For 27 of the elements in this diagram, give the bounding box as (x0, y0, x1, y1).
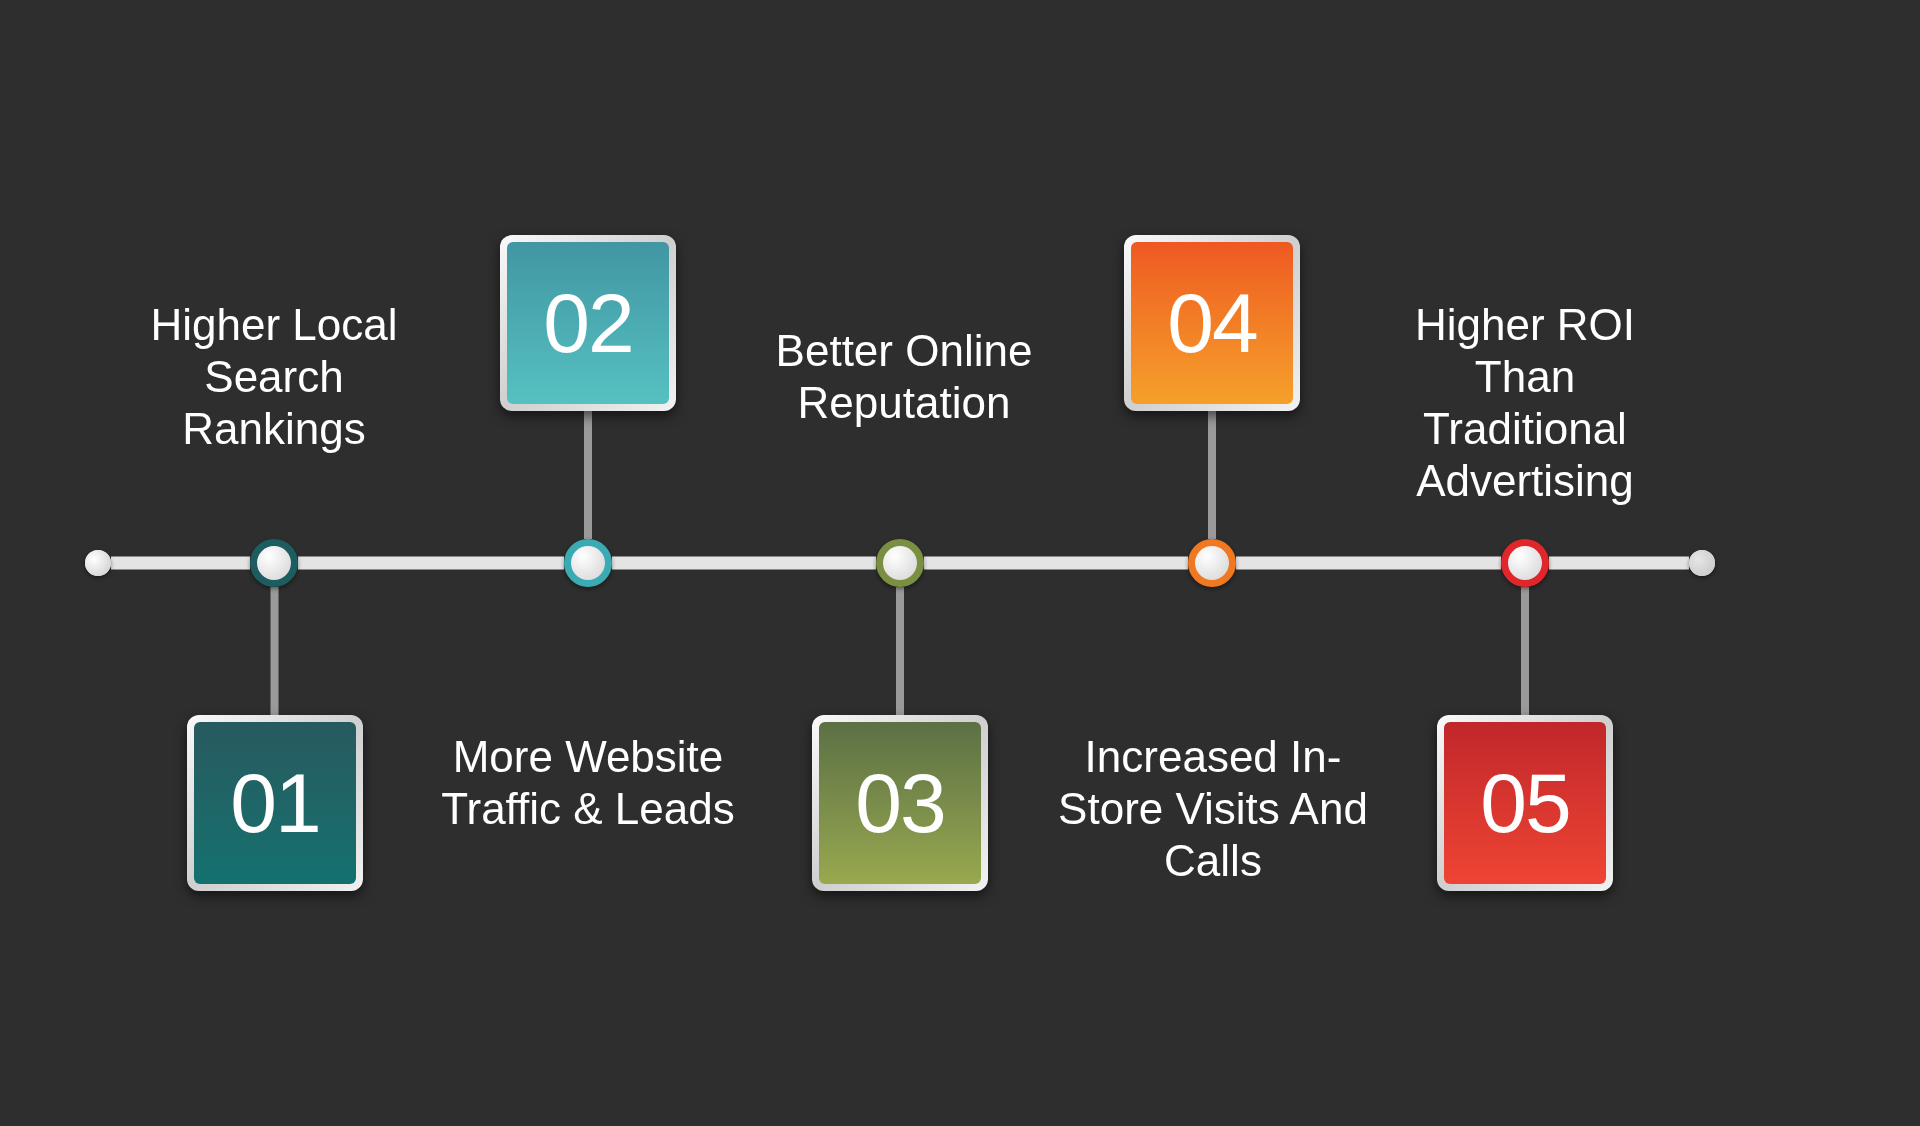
step-number: 05 (1480, 761, 1570, 845)
step-number: 01 (230, 761, 320, 845)
number-box (1124, 235, 1300, 411)
step-number: 03 (855, 761, 945, 845)
step-title: More Website Traffic & Leads (440, 731, 736, 835)
connector-line (584, 411, 592, 539)
timeline-bar (298, 556, 564, 570)
number-box (1437, 715, 1613, 891)
timeline-bar (1236, 556, 1501, 570)
connector-line (270, 587, 279, 715)
end-cap-dot (1689, 550, 1715, 576)
end-cap-dot (85, 550, 111, 576)
timeline-bar (111, 556, 250, 570)
timeline-bar (1549, 556, 1689, 570)
connector-line (896, 587, 904, 715)
step-title: Higher Local Search Rankings (149, 299, 399, 455)
number-box (500, 235, 676, 411)
number-box (187, 715, 363, 891)
timeline-bar (924, 556, 1188, 570)
step-title: Better Online Reputation (774, 325, 1034, 429)
step-title: Higher ROI Than Traditional Advertising (1413, 299, 1637, 507)
step-number: 02 (543, 281, 633, 365)
connector-line (1208, 411, 1216, 539)
step-number: 04 (1167, 281, 1257, 365)
timeline-bar (612, 556, 876, 570)
step-title: Increased In-Store Visits And Calls (1057, 731, 1369, 887)
number-box (812, 715, 988, 891)
